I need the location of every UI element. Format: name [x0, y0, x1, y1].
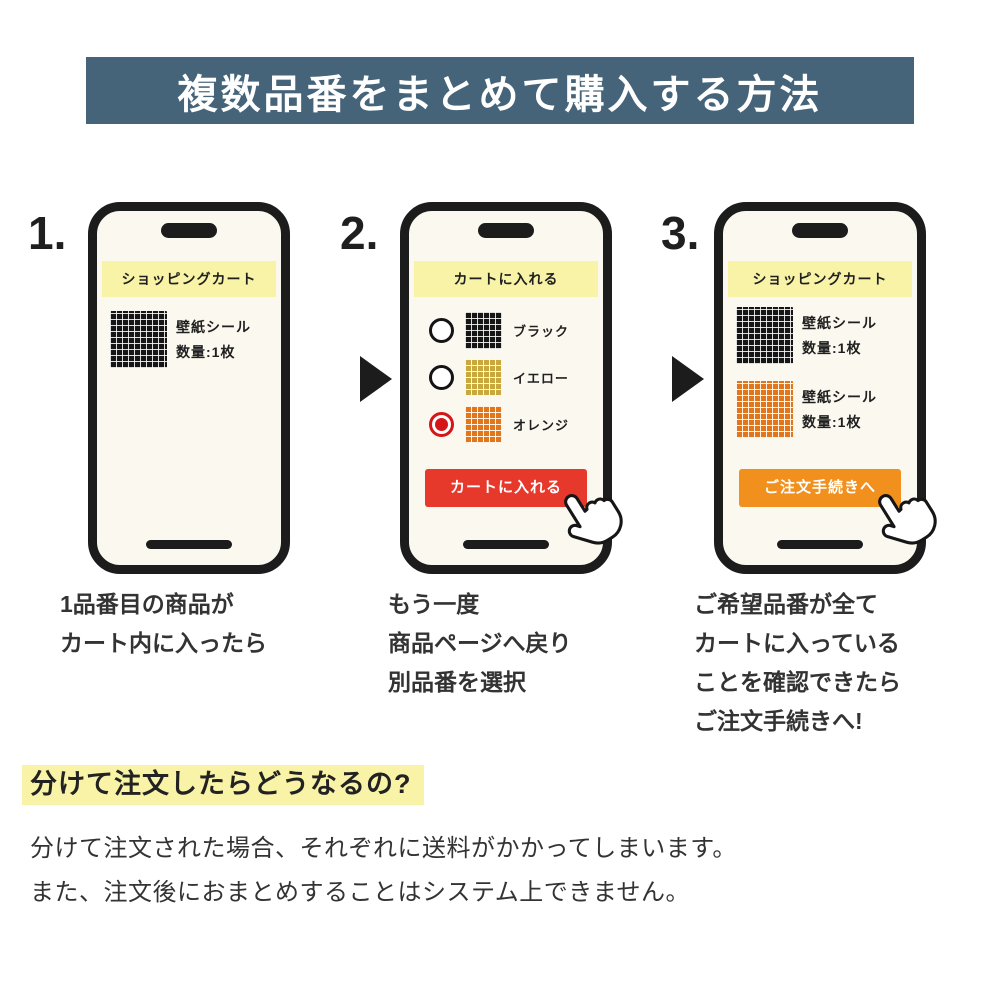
swatch-orange-icon — [465, 405, 502, 443]
step-caption-3: ご希望品番が全て カートに入っている ことを確認できたら ご注文手続きへ! — [694, 585, 901, 741]
footer-text-line: また、注文後におまとめすることはシステム上できません。 — [30, 879, 691, 906]
phone-step-3: ショッピングカート 壁紙シール 数量:1枚 壁紙シール 数量:1枚 ご注文手続き… — [714, 202, 937, 574]
option-label: イエロー — [513, 370, 569, 386]
phone-notch — [478, 223, 534, 238]
caption-line: 別品番を選択 — [388, 669, 526, 695]
footer-question-heading: 分けて注文したらどうなるの? — [22, 762, 424, 805]
cart-item: 壁紙シール 数量:1枚 — [736, 381, 913, 438]
color-option-black: ブラック — [429, 311, 569, 349]
step-caption-2: もう一度 商品ページへ戻り 別品番を選択 — [388, 585, 572, 702]
product-qty: 数量:1枚 — [802, 339, 862, 356]
swatch-black-icon — [110, 311, 167, 368]
radio-orange-selected[interactable] — [429, 411, 454, 437]
banner: 複数品番をまとめて購入する方法 — [86, 57, 914, 124]
radio-yellow[interactable] — [429, 364, 454, 390]
phone-step-1: ショッピングカート 壁紙シール 数量:1枚 — [88, 202, 290, 574]
caption-line: ことを確認できたら — [694, 669, 901, 695]
swatch-black-icon — [736, 307, 793, 364]
cart-header: ショッピングカート — [728, 261, 912, 297]
phone-step-2: カートに入れる ブラック イエロー オレンジ カートに入れる — [400, 202, 623, 574]
caption-line: ご希望品番が全て — [694, 591, 878, 617]
swatch-yellow-icon — [465, 358, 502, 396]
caption-line: 1品番目の商品が — [60, 591, 234, 617]
cart-item: 壁紙シール 数量:1枚 — [736, 307, 913, 364]
footer-text-line: 分けて注文された場合、それぞれに送料がかかってしまいます。 — [30, 835, 737, 862]
color-option-orange: オレンジ — [429, 405, 569, 443]
swatch-orange-icon — [736, 381, 793, 438]
option-label: オレンジ — [513, 417, 570, 433]
phone-home-bar — [463, 540, 549, 549]
caption-line: 商品ページへ戻り — [388, 630, 572, 656]
caption-line: カート内に入ったら — [60, 630, 267, 656]
swatch-black-icon — [465, 311, 502, 349]
add-to-cart-header: カートに入れる — [414, 261, 598, 297]
caption-line: もう一度 — [388, 591, 480, 617]
phone-home-bar — [777, 540, 863, 549]
product-name: 壁紙シール — [802, 388, 877, 405]
caption-line: ご注文手続きへ! — [694, 708, 863, 734]
cart-item: 壁紙シール 数量:1枚 — [110, 311, 277, 368]
arrow-right-icon — [360, 356, 392, 402]
step-number-1: 1. — [28, 207, 67, 259]
add-to-cart-button[interactable]: カートに入れる — [425, 469, 587, 507]
step-number-2: 2. — [340, 207, 379, 259]
banner-title: 複数品番をまとめて購入する方法 — [177, 72, 823, 117]
phone-notch — [161, 223, 217, 238]
step-number-3: 3. — [661, 207, 700, 259]
phone-home-bar — [146, 540, 232, 549]
checkout-button[interactable]: ご注文手続きへ — [739, 469, 901, 507]
arrow-right-icon — [672, 356, 704, 402]
product-qty: 数量:1枚 — [176, 343, 236, 360]
product-name: 壁紙シール — [176, 318, 251, 335]
color-option-yellow: イエロー — [429, 358, 569, 396]
product-qty: 数量:1枚 — [802, 413, 862, 430]
hand-cursor-icon — [564, 494, 623, 545]
cart-header: ショッピングカート — [102, 261, 276, 297]
radio-black[interactable] — [429, 317, 454, 343]
option-label: ブラック — [513, 323, 570, 339]
caption-line: カートに入っている — [694, 630, 900, 656]
phone-notch — [792, 223, 848, 238]
product-name: 壁紙シール — [802, 314, 877, 331]
highlighted-heading-text: 分けて注文したらどうなるの? — [22, 765, 424, 805]
step-caption-1: 1品番目の商品が カート内に入ったら — [60, 585, 267, 663]
hand-cursor-icon — [878, 494, 937, 545]
